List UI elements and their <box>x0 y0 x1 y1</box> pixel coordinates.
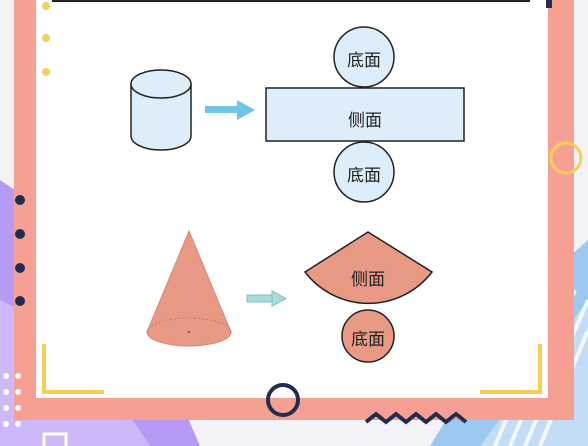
content-panel <box>36 0 548 398</box>
top-base-circle <box>333 26 395 88</box>
lateral-rectangle <box>265 87 465 142</box>
cone-base-label: 底面 <box>351 330 385 350</box>
navy-dots <box>15 195 25 306</box>
right-arrow-icon <box>205 100 255 120</box>
white-dots <box>3 373 21 427</box>
yellow-dots <box>42 2 50 76</box>
cone-base-circle <box>341 309 395 363</box>
teal-arrow-icon <box>246 290 288 307</box>
cylinder-top-base-label: 底面 <box>347 51 381 71</box>
navy-ring-icon <box>266 383 300 417</box>
cone-lateral-label: 侧面 <box>351 270 385 290</box>
bracket-bottom-left <box>42 344 104 394</box>
cone-icon <box>146 229 232 347</box>
bottom-base-circle <box>333 141 395 203</box>
white-square-outline <box>42 432 68 446</box>
cylinder-bottom-base-label: 底面 <box>347 166 381 186</box>
cylinder-icon <box>130 69 192 151</box>
bracket-bottom-right <box>480 344 542 394</box>
cylinder-lateral-label: 侧面 <box>348 111 382 131</box>
lateral-sector <box>303 231 434 305</box>
top-right-tick <box>546 0 552 8</box>
zigzag-icon <box>364 411 468 425</box>
ring-icon <box>549 141 583 175</box>
